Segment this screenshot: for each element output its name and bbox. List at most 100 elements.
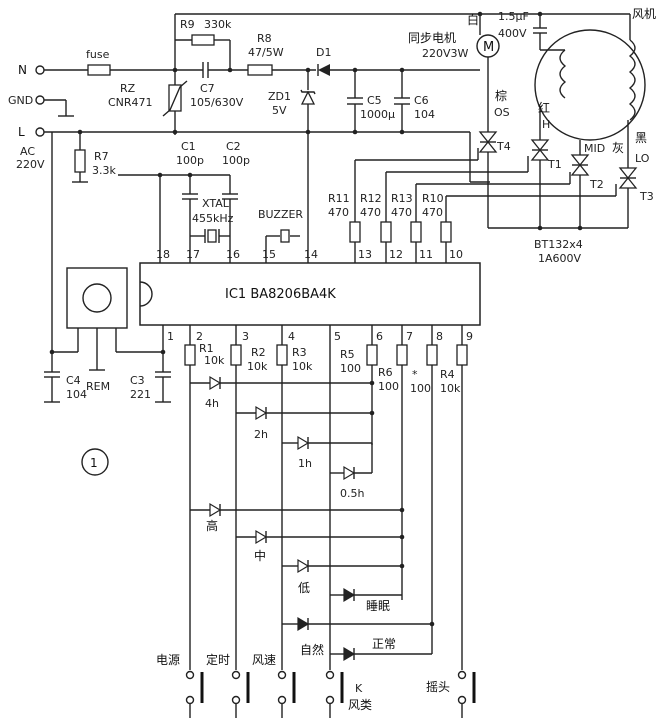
label-r9-v: 330k xyxy=(204,18,232,31)
label-led-4h: 4h xyxy=(205,397,219,410)
label-buzzer: BUZZER xyxy=(258,208,303,221)
label-lo: LO xyxy=(635,152,650,165)
label-t4: T4 xyxy=(496,140,511,153)
label-c5-v: 1000μ xyxy=(360,108,395,121)
pin-10: 10 xyxy=(449,248,463,261)
pin-17: 17 xyxy=(186,248,200,261)
label-c5: C5 xyxy=(367,94,382,107)
label-normal: 正常 xyxy=(372,637,396,651)
label-r10: R10 xyxy=(422,192,444,205)
label-c3-v: 221 xyxy=(130,388,151,401)
label-sw-mode: 风类 xyxy=(348,698,372,712)
r11-resistor xyxy=(349,221,361,243)
label-red: 红 xyxy=(538,100,550,115)
label-high: 高 xyxy=(206,518,218,533)
label-sync-motor: 同步电机 xyxy=(408,31,456,45)
pin-14: 14 xyxy=(304,248,318,261)
label-c6-v: 104 xyxy=(414,108,435,121)
led-mid xyxy=(236,529,405,545)
label-figure-number: 1 xyxy=(90,456,98,470)
label-black: 黑 xyxy=(635,131,647,145)
label-os: OS xyxy=(494,106,510,119)
r7-resistor xyxy=(74,149,86,173)
label-r6: R6 xyxy=(378,366,393,379)
label-led-1h: 1h xyxy=(298,457,312,470)
terminal-l xyxy=(35,127,45,137)
xtal-symbol xyxy=(207,229,217,243)
label-t3: T3 xyxy=(639,190,654,203)
led-normal xyxy=(330,620,433,662)
label-low: 低 xyxy=(298,581,310,595)
pin-4: 4 xyxy=(288,330,295,343)
figure-number-circle xyxy=(81,448,109,476)
label-r3-v: 10k xyxy=(292,360,313,373)
label-r9: R9 xyxy=(180,18,195,31)
switch-swing[interactable] xyxy=(457,670,476,705)
pin-11: 11 xyxy=(419,248,433,261)
label-r7-v: 3.3k xyxy=(92,164,116,177)
label-mid: MID xyxy=(584,142,605,155)
label-r1: R1 xyxy=(199,342,214,355)
label-star: * xyxy=(412,368,418,381)
label-r4: R4 xyxy=(440,368,455,381)
label-r2-v: 10k xyxy=(247,360,268,373)
label-r6-v: 100 xyxy=(378,380,399,393)
pin-12: 12 xyxy=(389,248,403,261)
label-xtal: XTAL xyxy=(202,197,230,210)
label-r1-v: 10k xyxy=(204,354,225,367)
label-c1: C1 xyxy=(181,140,196,153)
label-sleep: 睡眠 xyxy=(366,599,390,613)
pin-18: 18 xyxy=(156,248,170,261)
label-ac: AC xyxy=(20,145,35,158)
r13-resistor xyxy=(410,221,422,243)
r4-resistor xyxy=(456,344,468,366)
r9-resistor xyxy=(191,34,215,46)
label-c2-v: 100p xyxy=(222,154,250,167)
label-ac-v: 220V xyxy=(16,158,45,171)
buzzer-symbol xyxy=(280,229,290,243)
label-star-v: 100 xyxy=(410,382,431,395)
label-r12: R12 xyxy=(360,192,382,205)
label-sw-swing: 摇头 xyxy=(426,680,450,694)
label-c4-v: 104 xyxy=(66,388,87,401)
label-c2: C2 xyxy=(226,140,241,153)
switch-timer[interactable] xyxy=(231,670,250,705)
label-sw-natural: 自然 xyxy=(300,642,324,657)
label-c3: C3 xyxy=(130,374,145,387)
pin-9: 9 xyxy=(466,330,473,343)
label-mid-cn: 中 xyxy=(254,548,266,563)
pin-1: 1 xyxy=(167,330,174,343)
label-r13: R13 xyxy=(391,192,413,205)
label-l: L xyxy=(18,125,25,139)
zd1-zener xyxy=(300,90,316,105)
switch-power[interactable] xyxy=(185,670,204,705)
terminal-n xyxy=(35,65,45,75)
switch-mode[interactable] xyxy=(325,670,344,705)
label-c4: C4 xyxy=(66,374,81,387)
label-sync-motor-v: 220V3W xyxy=(422,47,469,60)
svg-text:M: M xyxy=(483,40,494,55)
label-gnd: GND xyxy=(8,94,33,107)
label-sw-timer: 定时 xyxy=(206,652,230,667)
fuse-symbol xyxy=(87,64,111,76)
label-fuse: fuse xyxy=(86,48,110,61)
label-brown: 棕 xyxy=(495,88,507,103)
label-c1-v: 100p xyxy=(176,154,204,167)
label-xtal-v: 455kHz xyxy=(192,212,234,225)
led-1h xyxy=(282,435,372,451)
pin-8: 8 xyxy=(436,330,443,343)
led-natural xyxy=(282,616,435,632)
led-sleep xyxy=(330,587,402,603)
label-c7: C7 xyxy=(200,82,215,95)
label-cap-top-v2: 400V xyxy=(498,27,527,40)
label-cap-top-v1: 1.5μF xyxy=(498,10,529,23)
pin-13: 13 xyxy=(358,248,372,261)
label-r5: R5 xyxy=(340,348,355,361)
label-t2: T2 xyxy=(589,178,604,191)
label-r11-v: 470 xyxy=(328,206,349,219)
label-fan: 风机 xyxy=(632,7,656,21)
label-r7: R7 xyxy=(94,150,109,163)
star-resistor xyxy=(426,344,438,366)
switch-speed[interactable] xyxy=(277,670,296,705)
